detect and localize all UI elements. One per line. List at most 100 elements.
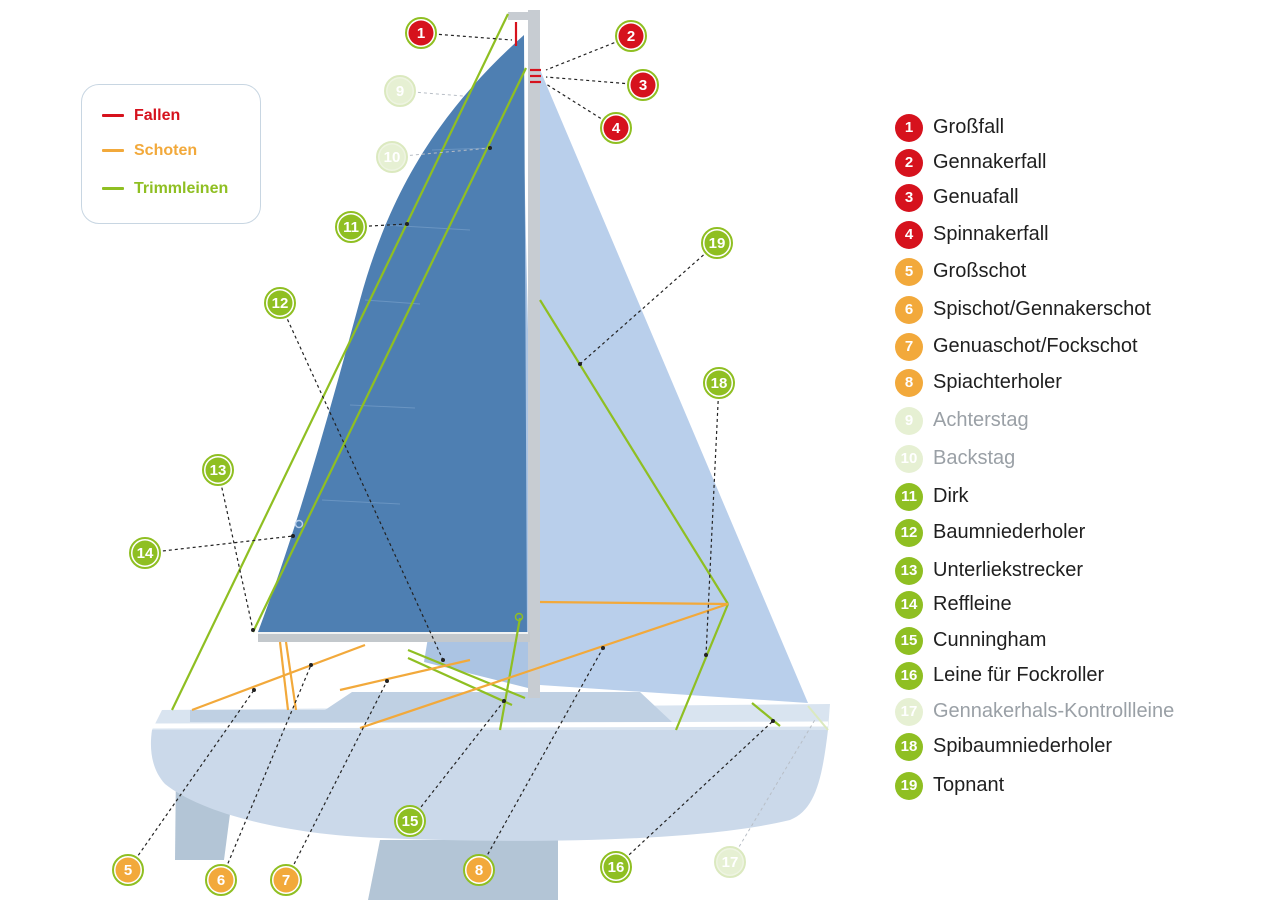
key-label: Genuaschot/Fockschot: [933, 335, 1138, 357]
key-number-badge: 9: [895, 407, 923, 435]
callout-number: 5: [124, 862, 132, 879]
callout-badge: [338, 214, 364, 240]
callout-outline: [627, 69, 659, 101]
backstay-faded: [807, 705, 829, 731]
key-label: Großfall: [933, 116, 1005, 138]
halyard-lines: [514, 22, 541, 84]
key-label: Baumniederholer: [933, 521, 1086, 543]
callout-badge: [132, 540, 158, 566]
callout-number: 6: [217, 872, 225, 889]
key-label: Unterliekstrecker: [933, 559, 1084, 581]
key-label: Spinnakerfall: [933, 223, 1049, 245]
key-number-badge: 19: [895, 772, 923, 800]
callout-outline: [714, 846, 746, 878]
headsail: [538, 65, 808, 703]
reef-ring: [294, 519, 304, 529]
key-number-badge: 12: [895, 519, 923, 547]
callout-16: 16: [600, 851, 632, 883]
leader-endpoints: [251, 146, 775, 723]
legend-item-halyards: Fallen: [102, 107, 180, 125]
key-label: Backstag: [933, 447, 1016, 469]
key-number-badge: 10: [895, 445, 923, 473]
key-label: Spischot/Gennakerschot: [933, 298, 1151, 320]
callout-number: 2: [627, 28, 635, 45]
callout-number: 16: [608, 859, 625, 876]
key-label: Leine für Fockroller: [933, 664, 1105, 686]
callout-number: 13: [210, 462, 227, 479]
hull: [150, 730, 828, 841]
key-label: Großschot: [933, 260, 1027, 282]
legend-label: Fallen: [134, 107, 181, 124]
callout-13: 13: [202, 454, 234, 486]
callout-10: 10: [376, 141, 408, 173]
callout-number: 10: [384, 149, 401, 166]
callout-badge: [630, 72, 656, 98]
callout-7: 7: [270, 864, 302, 896]
key-label: Cunningham: [933, 629, 1047, 651]
callout-15: 15: [394, 805, 426, 837]
callout-number: 9: [396, 83, 404, 100]
callout-outline: [384, 75, 416, 107]
callout-5: 5: [112, 854, 144, 886]
callout-number: 14: [137, 545, 154, 562]
callout-badge: [205, 457, 231, 483]
callout-outline: [703, 367, 735, 399]
key-label: Spiachterholer: [933, 371, 1062, 393]
sheet-lines: [191, 600, 729, 730]
callout-number: 19: [709, 235, 726, 252]
callout-19: 19: [701, 227, 733, 259]
callout-badge: [267, 290, 293, 316]
callout-18: 18: [703, 367, 735, 399]
callout-number: 3: [639, 77, 647, 94]
callout-badge: [618, 23, 644, 49]
callout-badge: [408, 20, 434, 46]
callout-2: 2: [615, 20, 647, 52]
callout-number: 8: [475, 862, 483, 879]
leader-lines-faded: [391, 90, 817, 863]
key-number-badge: 7: [895, 333, 923, 361]
key-number-badge: 5: [895, 258, 923, 286]
callout-outline: [202, 454, 234, 486]
callout-4: 4: [600, 112, 632, 144]
cabin-top: [190, 692, 672, 722]
key-label: Topnant: [933, 774, 1005, 796]
trim-lines: [171, 13, 781, 731]
callout-badge: [704, 230, 730, 256]
key-label: Spibaumniederholer: [933, 735, 1113, 757]
callout-outline: [376, 141, 408, 173]
key-number-badge: 14: [895, 591, 923, 619]
key-number-badge: 3: [895, 184, 923, 212]
callout-badge: [397, 808, 423, 834]
callout-1: 1: [405, 17, 437, 49]
callout-outline: [129, 537, 161, 569]
callout-outline: [264, 287, 296, 319]
callout-number: 7: [282, 872, 290, 889]
callout-badge: [717, 849, 743, 875]
key-number-badge: 2: [895, 149, 923, 177]
callout-number: 12: [272, 295, 289, 312]
deck-edge: [151, 721, 829, 729]
callout-badge: [466, 857, 492, 883]
key-label: Achterstag: [933, 409, 1029, 431]
callout-outline: [600, 851, 632, 883]
callout-outline: [394, 805, 426, 837]
callout-12: 12: [264, 287, 296, 319]
callout-3: 3: [627, 69, 659, 101]
callout-badge: [208, 867, 234, 893]
legend: Fallen Schoten Trimmleinen: [81, 84, 261, 224]
callout-badge: [273, 867, 299, 893]
key-number-badge: 16: [895, 662, 923, 690]
legend-swatch-trim-lines: [102, 187, 124, 191]
callout-11: 11: [335, 211, 367, 243]
callout-9: 9: [384, 75, 416, 107]
boom: [258, 632, 530, 642]
callout-badge: [115, 857, 141, 883]
callout-badge: [387, 78, 413, 104]
key-label: Dirk: [933, 485, 969, 507]
callout-17: 17: [714, 846, 746, 878]
callout-badge: [379, 144, 405, 170]
cunningham-ring: [514, 612, 524, 622]
key-number-badge: 8: [895, 369, 923, 397]
